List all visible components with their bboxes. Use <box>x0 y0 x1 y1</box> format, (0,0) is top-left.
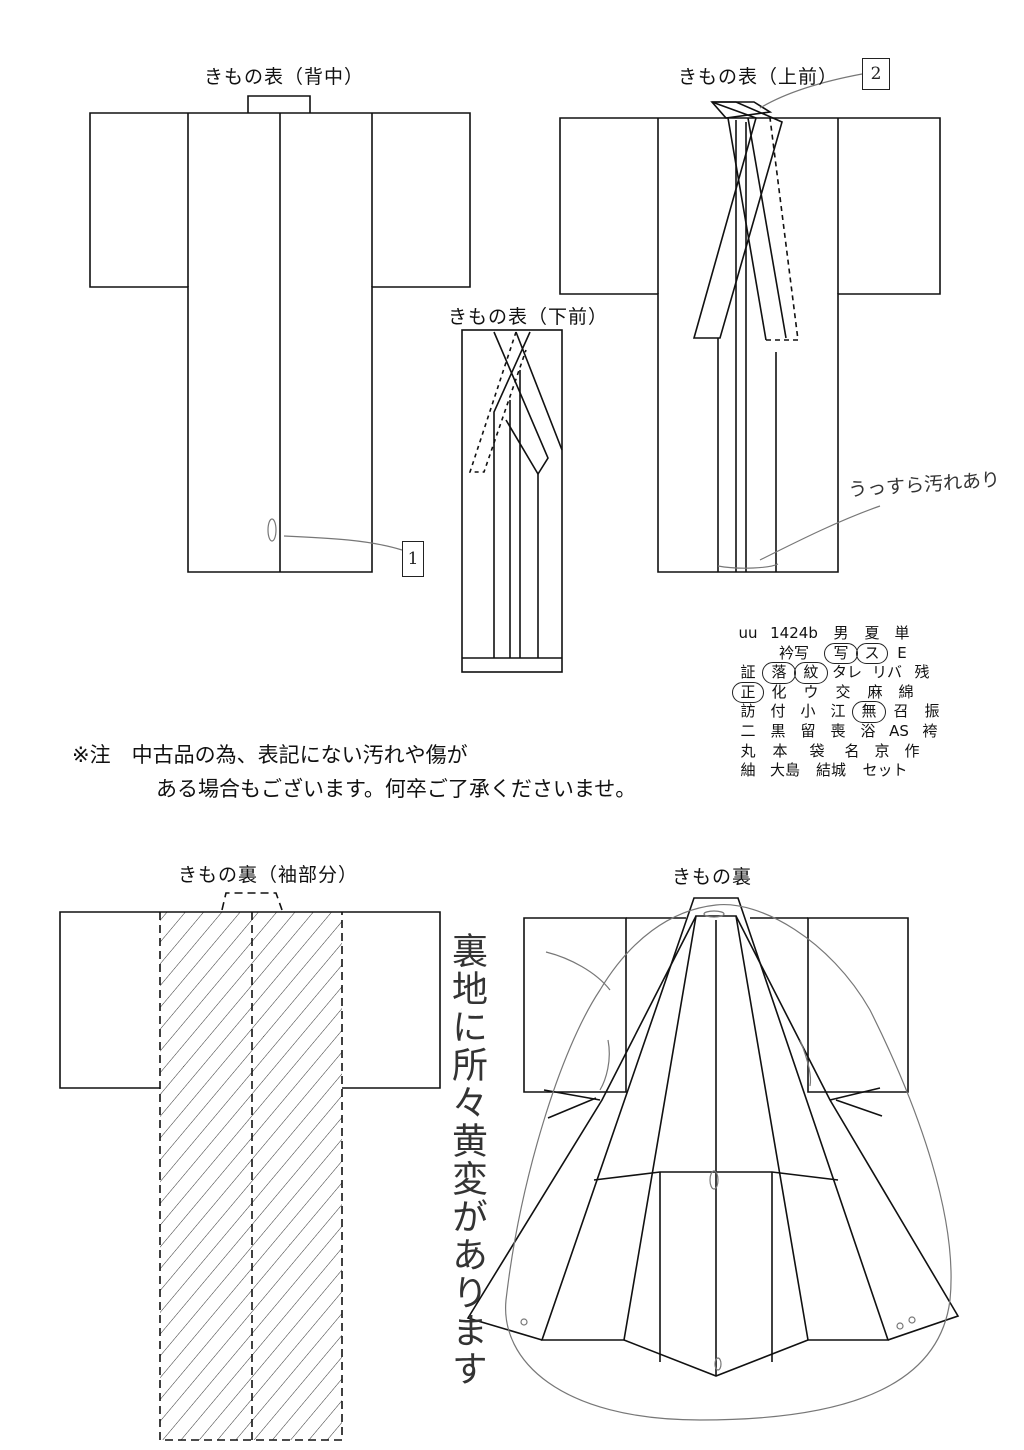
code-grid-cell: 大島 <box>769 761 800 780</box>
label-lower-front-view: きもの表（下前） <box>448 306 609 328</box>
code-grid-row: 紬大島結城セット <box>733 761 947 781</box>
code-grid-row: 正化ウ交麻綿 <box>732 681 947 704</box>
code-grid-cell: 袴 <box>922 721 938 740</box>
back-collar <box>247 95 311 113</box>
upper-front-outline <box>559 117 941 573</box>
label-upper-front-view: きもの表（上前） <box>678 66 839 88</box>
code-grid-cell: 袋 <box>809 741 825 760</box>
lining-sleeves <box>523 917 909 1093</box>
upper-collar-right <box>710 101 773 119</box>
code-grid-cell: 訪 <box>740 702 756 721</box>
disclaimer-line-2: ある場合もございます。何卒ご了承くださいませ。 <box>156 777 637 801</box>
code-grid-cell: 召 <box>893 702 909 721</box>
code-grid-cell: 紋 <box>794 662 828 684</box>
code-grid-cell: 麻 <box>867 682 883 701</box>
stain-mark-1 <box>267 518 277 542</box>
code-grid-cell: 振 <box>924 702 940 721</box>
kimono-lining-open-view <box>466 897 960 1421</box>
leader-line-1 <box>283 535 403 551</box>
yellowing-outline <box>505 903 952 1421</box>
code-grid-cell: 1424b <box>770 624 818 642</box>
code-grid-cell: 本 <box>772 741 788 760</box>
back-outline <box>89 112 471 573</box>
disclaimer-note: ※注 中古品の為、表記にない汚れや傷が ある場合もございます。何卒ご了承ください… <box>72 738 636 806</box>
code-grid-cell: 証 <box>740 663 756 682</box>
lining-sleeve-left <box>59 911 160 1089</box>
label-lining-view: きもの裏 <box>672 866 753 888</box>
code-grid-cell: 衿写 <box>778 643 809 662</box>
code-grid-cell: 京 <box>874 741 890 760</box>
code-grid-cell: 留 <box>800 721 816 740</box>
code-grid-cell: 喪 <box>830 721 846 740</box>
code-grid-cell: 江 <box>830 702 846 721</box>
kimono-lower-front-view <box>461 329 563 673</box>
kimono-upper-front-view <box>559 73 941 573</box>
code-grid-cell: 無 <box>852 701 886 723</box>
code-grid-cell: タレ <box>831 663 862 682</box>
upper-collar-left <box>692 101 783 339</box>
code-grid-row: 丸本 袋名京作 <box>733 742 947 762</box>
kimono-lining-sleeve-view <box>59 892 441 1441</box>
code-grid-cell: 落 <box>762 662 796 684</box>
code-grid-cell: AS <box>889 721 909 740</box>
code-grid-row: 証落紋タレリバ残 <box>733 662 947 684</box>
marker-1: 1 <box>402 541 424 577</box>
lining-hatched-body <box>160 912 342 1440</box>
stain-leader-line <box>759 505 881 561</box>
code-grid-cell: セット <box>862 761 908 780</box>
code-grid-row: 訪付小江無召振 <box>733 701 947 723</box>
code-grid-cell: 紬 <box>740 761 756 780</box>
lower-front-outline <box>461 329 563 673</box>
label-back-view: きもの表（背中） <box>204 66 365 88</box>
code-grid-cell: 化 <box>771 682 787 701</box>
marker-2: 2 <box>862 58 890 90</box>
code-grid-cell: 写 <box>824 642 858 665</box>
code-grid-cell: リバ <box>871 663 902 682</box>
code-grid-cell: 付 <box>770 702 786 721</box>
kimono-back-view <box>89 95 471 573</box>
leader-line-2 <box>759 73 863 109</box>
code-grid-cell: 交 <box>835 682 851 701</box>
code-grid-cell: 名 <box>844 741 860 760</box>
code-grid-cell: 作 <box>904 741 920 760</box>
code-grid-cell: 小 <box>800 702 816 721</box>
label-lining-sleeve-view: きもの裏（袖部分） <box>178 864 359 886</box>
code-grid-cell: E <box>897 643 907 662</box>
code-grid-cell: 黒 <box>770 721 786 740</box>
code-grid-cell: 綿 <box>898 682 914 701</box>
code-grid-cell: 丸 <box>740 741 756 760</box>
code-grid-cell: 正 <box>732 681 764 704</box>
code-grid-cell: 浴 <box>860 721 876 740</box>
code-grid-cell: 残 <box>914 663 930 682</box>
code-grid-row: 二黒留喪浴 AS 袴 <box>733 722 947 742</box>
code-grid-cell: 結城 <box>815 761 846 780</box>
code-grid-row: uu 1424b 男夏単 <box>733 624 947 644</box>
code-grid-cell: ウ <box>803 682 819 701</box>
code-grid-cell: ス <box>856 642 888 665</box>
disclaimer-line-1: ※注 中古品の為、表記にない汚れや傷が <box>72 743 468 767</box>
annotation-yellowing: 裏地に所々黄変があります <box>446 932 487 1388</box>
code-grid-cell: uu <box>738 624 758 642</box>
code-grid-cell: 夏 <box>864 624 880 642</box>
code-grid-cell: 単 <box>894 624 910 642</box>
code-grid-cell: 二 <box>740 721 756 740</box>
lining-sleeve-right <box>342 911 441 1089</box>
code-grid-cell: 男 <box>833 624 849 642</box>
